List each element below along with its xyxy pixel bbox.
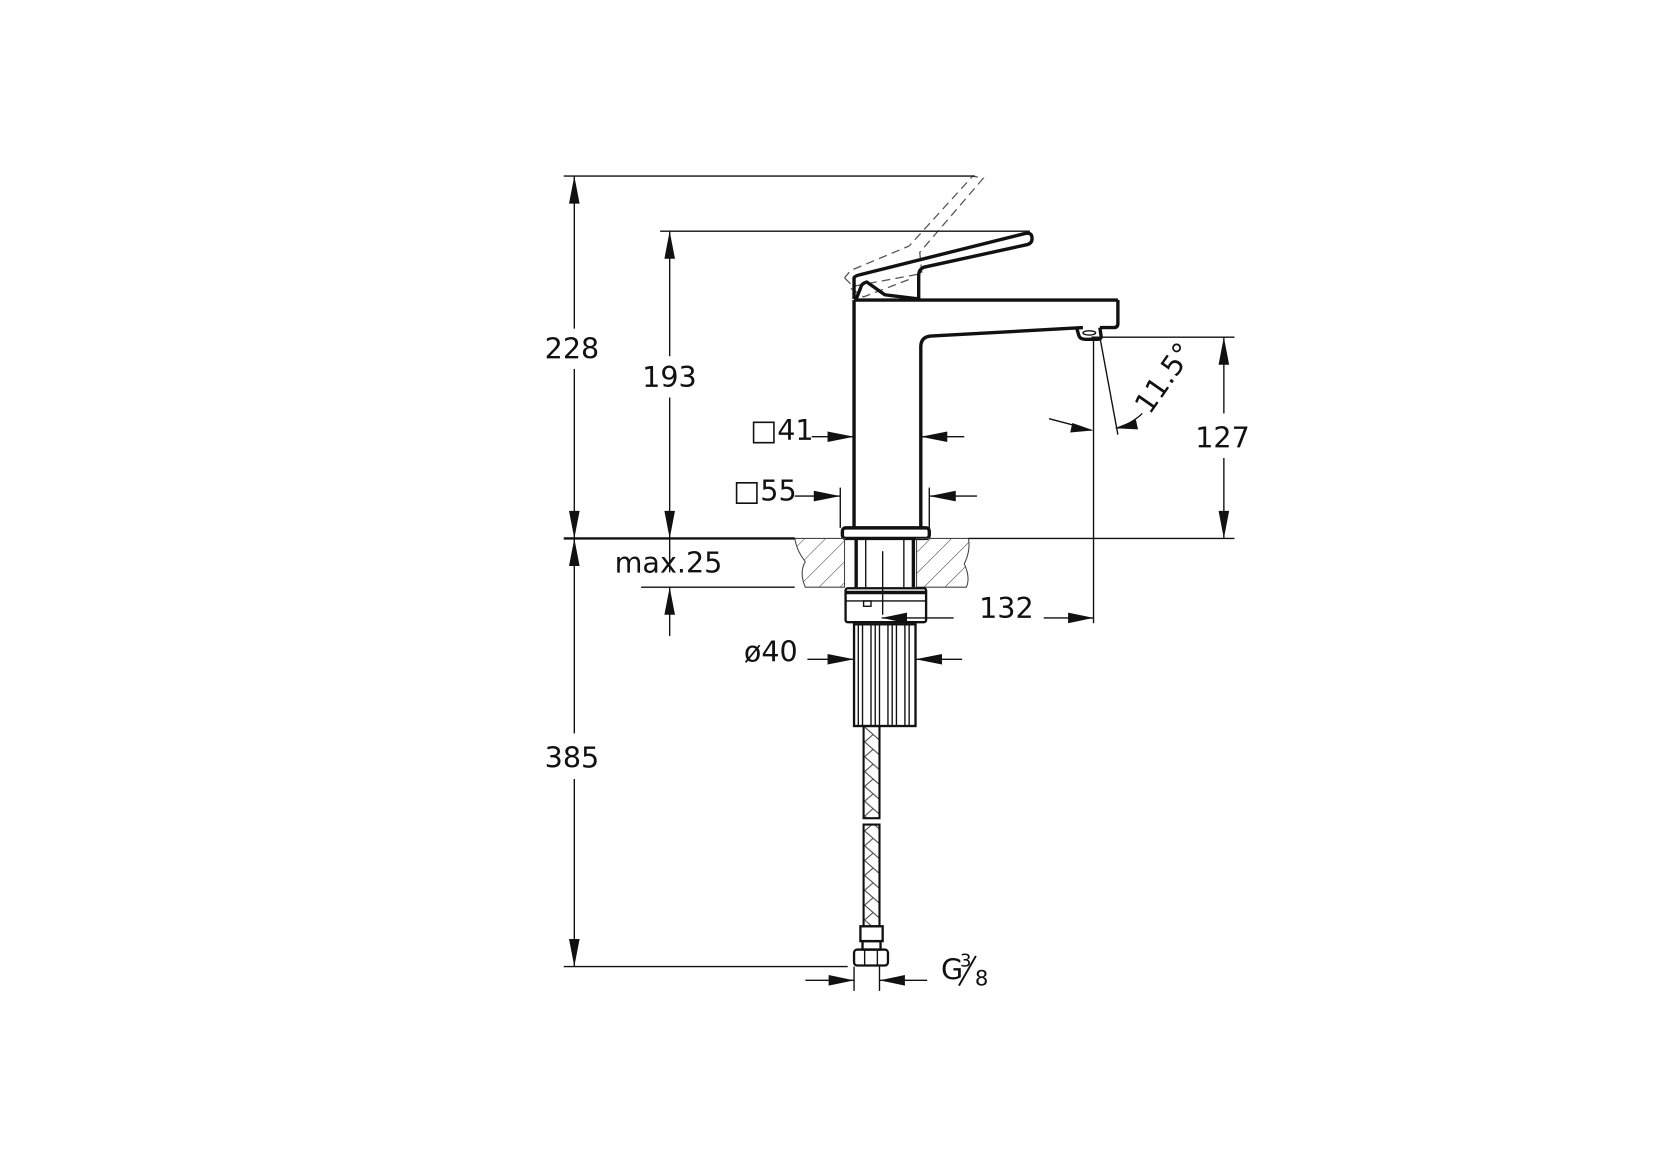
shank [844, 538, 928, 728]
dim-label-127: 127 [1195, 420, 1250, 454]
lever-open-position-outline [844, 175, 985, 298]
tap-body [840, 231, 1120, 541]
dim-label-385: 385 [545, 740, 600, 774]
dim-label-diameter-40: ø40 [744, 634, 798, 668]
countertop-section [794, 537, 970, 588]
dimension-lines [563, 175, 1235, 991]
svg-text:G: G [941, 952, 963, 986]
svg-text:3: 3 [960, 951, 971, 972]
dim-label-reach-132: 132 [979, 591, 1034, 625]
dim-label-max-thickness: max.25 [615, 545, 723, 579]
dim-label-body-square: □41 [750, 413, 813, 447]
dim-label-193: 193 [642, 360, 697, 394]
dim-label-spout-angle: 11.5° [1128, 336, 1201, 419]
svg-text:8: 8 [975, 966, 988, 991]
dim-label-228: 228 [545, 331, 600, 365]
dim-label-base-square: □55 [733, 473, 796, 507]
dim-label-thread-g38: G 3 8 [941, 951, 988, 991]
flexible-hose [852, 724, 890, 967]
